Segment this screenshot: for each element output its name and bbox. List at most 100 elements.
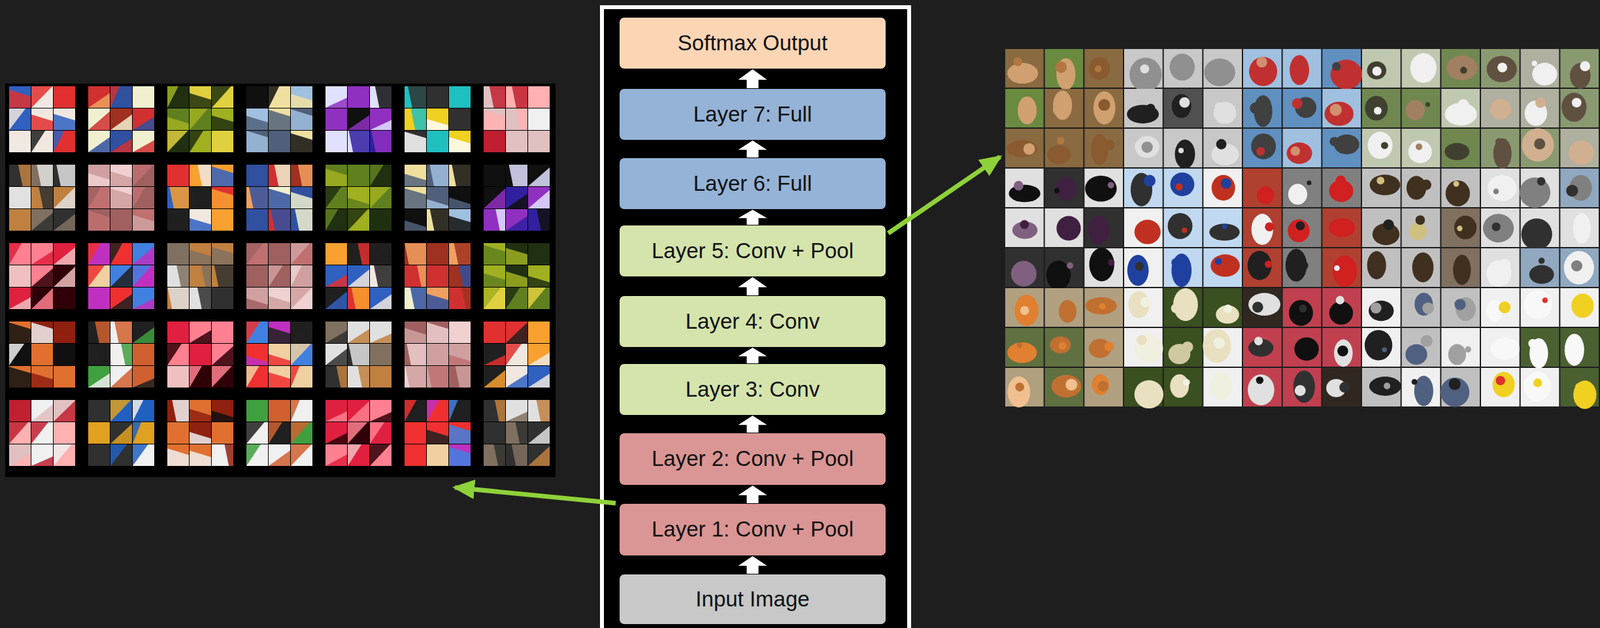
filter-patch bbox=[31, 130, 53, 153]
filter-stripe bbox=[357, 366, 370, 388]
filter-patch bbox=[404, 366, 427, 388]
filter-stripe bbox=[189, 450, 212, 467]
filter-stripe bbox=[31, 86, 53, 108]
image-patch bbox=[1203, 367, 1242, 407]
image-detail bbox=[1066, 262, 1074, 269]
filter-stripe bbox=[290, 422, 310, 444]
filter-patch bbox=[110, 400, 133, 422]
filter-stripe bbox=[426, 400, 440, 422]
filter-patch bbox=[505, 130, 528, 153]
filter-patch bbox=[110, 321, 133, 344]
filter-patch bbox=[483, 243, 506, 265]
filter-patch bbox=[88, 287, 110, 310]
image-subject bbox=[1444, 143, 1470, 161]
filter-stripe bbox=[528, 373, 550, 388]
image-detail bbox=[1020, 305, 1030, 316]
filter-stripe bbox=[325, 133, 348, 153]
image-detail bbox=[1570, 345, 1580, 355]
image-detail bbox=[1107, 181, 1115, 189]
filter-stripe bbox=[528, 110, 550, 131]
filter-stripe bbox=[404, 400, 417, 422]
filter-stripe bbox=[268, 422, 283, 444]
image-detail bbox=[1141, 141, 1153, 153]
image-patch bbox=[1243, 328, 1282, 367]
filter-stripe bbox=[426, 98, 449, 108]
image-detail bbox=[1500, 339, 1512, 351]
image-patch bbox=[1401, 328, 1441, 367]
filter-patch bbox=[167, 400, 189, 422]
filter-patch bbox=[325, 265, 348, 287]
filter-patch bbox=[404, 86, 427, 108]
image-subject bbox=[1286, 142, 1313, 165]
filter-stripe bbox=[325, 330, 348, 344]
image-patch bbox=[1322, 367, 1361, 407]
image-detail bbox=[1183, 379, 1191, 387]
image-patch bbox=[1203, 49, 1242, 88]
filter-stripe bbox=[110, 444, 127, 467]
image-patch bbox=[1322, 288, 1361, 327]
filter-patch bbox=[426, 265, 449, 287]
filter-stripe bbox=[88, 265, 105, 287]
filter-stripe bbox=[56, 164, 76, 187]
filter-stripe bbox=[426, 293, 449, 310]
filter-patch bbox=[246, 209, 268, 231]
image-subject bbox=[1047, 145, 1071, 165]
filter-patch bbox=[483, 265, 506, 287]
image-subject bbox=[1134, 135, 1160, 158]
filter-patch bbox=[31, 86, 53, 108]
filter-patch bbox=[167, 444, 189, 467]
filter-patch bbox=[246, 366, 268, 388]
filter-stripe bbox=[31, 404, 53, 422]
filter-patch bbox=[404, 444, 427, 467]
filter-stripe bbox=[268, 86, 280, 108]
filter-patch bbox=[167, 209, 189, 231]
filter-patch bbox=[483, 86, 506, 108]
image-patch bbox=[1481, 367, 1520, 407]
image-subject bbox=[1089, 247, 1115, 282]
image-patch bbox=[1401, 288, 1441, 327]
image-detail bbox=[1213, 337, 1225, 349]
filter-patch bbox=[167, 164, 189, 187]
filter-stripe bbox=[9, 265, 27, 287]
filter-patch bbox=[211, 444, 234, 467]
image-subject bbox=[1249, 56, 1278, 87]
image-patch bbox=[1322, 88, 1361, 128]
filter-patch bbox=[246, 243, 268, 265]
filter-patch bbox=[347, 186, 370, 209]
filter-patch bbox=[268, 86, 291, 108]
filter-patch bbox=[347, 108, 370, 131]
filter-patch bbox=[167, 343, 189, 366]
filter-stripe bbox=[528, 352, 550, 366]
filter-patch bbox=[110, 366, 133, 388]
image-subject bbox=[1007, 342, 1037, 363]
filter-stripe bbox=[505, 271, 528, 287]
filter-patch bbox=[528, 186, 550, 209]
filter-patch bbox=[483, 287, 506, 310]
image-subject bbox=[1571, 293, 1594, 318]
filter-stripe bbox=[268, 296, 291, 310]
image-subject bbox=[1523, 371, 1551, 402]
image-detail bbox=[1335, 175, 1347, 187]
filter-stripe bbox=[9, 108, 26, 131]
filter-stripe bbox=[505, 411, 528, 422]
filter-patch bbox=[31, 265, 53, 287]
filter-patch bbox=[325, 343, 348, 366]
filter-patch bbox=[9, 287, 31, 310]
image-patch bbox=[1322, 128, 1361, 168]
image-patch bbox=[1084, 208, 1123, 248]
image-detail bbox=[1179, 97, 1190, 108]
image-patch bbox=[1283, 168, 1322, 208]
filter-patch bbox=[110, 343, 133, 366]
filter-stripe bbox=[211, 188, 234, 209]
filter-patch bbox=[268, 400, 291, 422]
image-subject bbox=[1573, 213, 1591, 244]
image-patch bbox=[1362, 288, 1401, 327]
image-detail bbox=[1420, 179, 1432, 191]
filter-patch bbox=[325, 86, 348, 108]
image-subject bbox=[1129, 57, 1162, 92]
filter-stripe bbox=[9, 297, 31, 310]
filter-patch bbox=[347, 400, 370, 422]
filter-stripe bbox=[110, 209, 131, 231]
filter-patch bbox=[246, 321, 268, 344]
layer-label: Layer 5: Conv + Pool bbox=[651, 239, 854, 263]
